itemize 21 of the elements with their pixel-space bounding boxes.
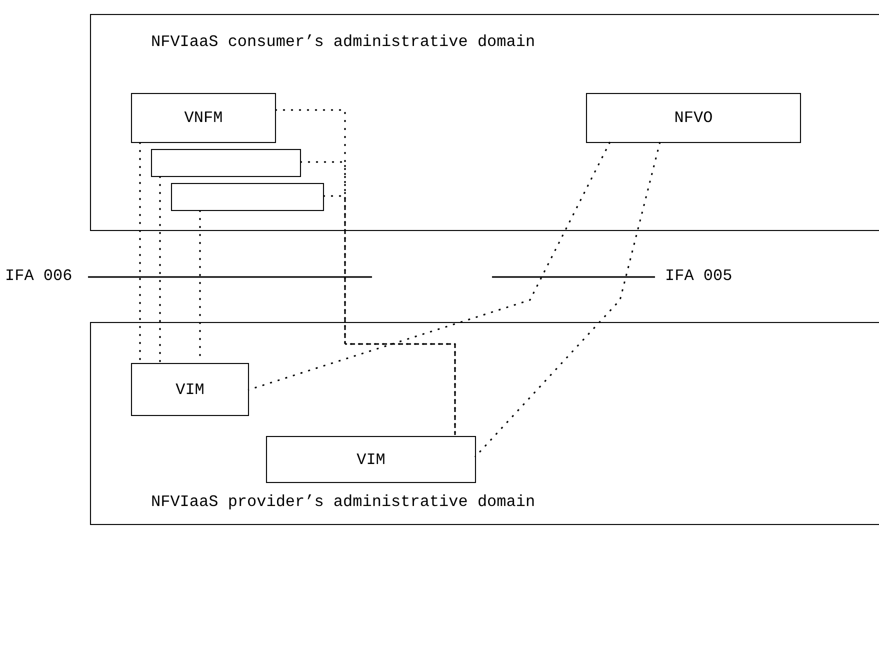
connector-line: [323, 195, 456, 435]
function-box: [266, 436, 476, 483]
node-label: NFVO: [673, 108, 714, 129]
node-label: VIM: [356, 450, 386, 470]
reference-point-label: IFA 005: [665, 267, 732, 285]
function-box: [131, 93, 276, 143]
function-box: [586, 93, 801, 143]
connector-line: [248, 142, 611, 391]
connector-line: [300, 161, 456, 435]
domain-boundary: [90, 322, 879, 525]
stacked-box: [151, 149, 301, 177]
reference-point-label: IFA 006: [5, 267, 72, 285]
node-label: VNFM: [183, 108, 224, 129]
node-label: VIM: [174, 380, 206, 400]
connector-line: [474, 142, 661, 458]
domain-label: NFVIaaS provider’s administrative domain: [151, 493, 536, 511]
domain-boundary: [90, 14, 879, 231]
connector-line: [275, 109, 456, 435]
domain-label: NFVIaaS consumer’s administrative domain: [151, 33, 536, 51]
stacked-box: [171, 183, 324, 211]
function-box: [131, 363, 249, 416]
